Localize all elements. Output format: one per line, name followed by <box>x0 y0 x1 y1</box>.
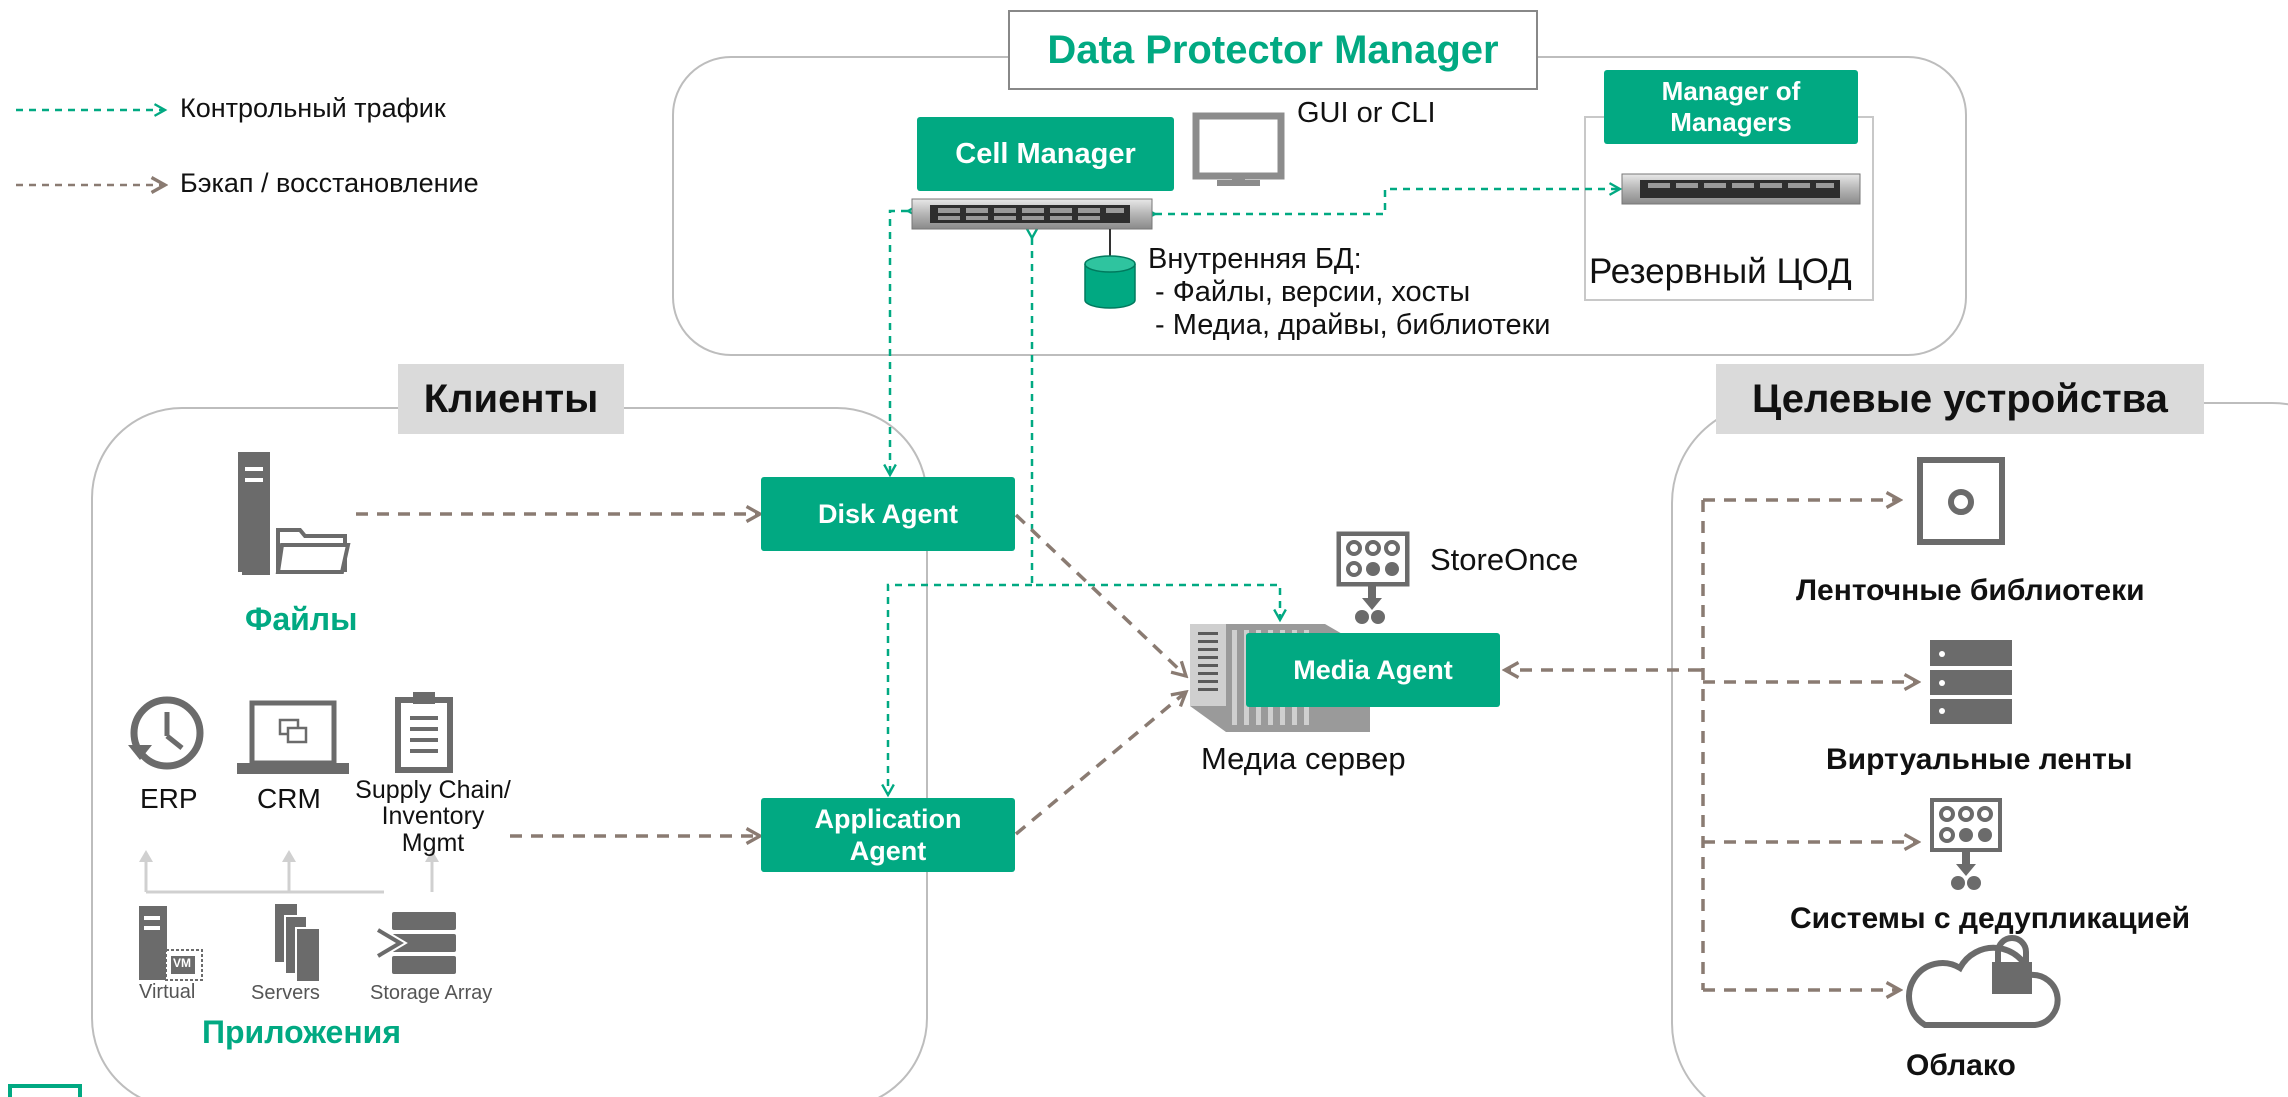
supply-chain-line1: Supply Chain/ <box>355 776 511 804</box>
clients-title: Клиенты <box>398 364 624 434</box>
files-label: Файлы <box>245 601 358 637</box>
servers-icon <box>275 904 321 983</box>
application-agent-line2: Agent <box>849 836 927 866</box>
cloud-lock-icon <box>1906 935 2061 1028</box>
virtual-label: Virtual <box>139 981 196 1003</box>
storage-array-label: Storage Array <box>370 982 493 1004</box>
control-cm-disk-agent <box>890 211 908 475</box>
supply-chain-label: Supply Chain/ Inventory Mgmt <box>344 777 522 856</box>
supply-chain-line3: Mgmt <box>401 828 465 857</box>
servers-label: Servers <box>251 982 320 1004</box>
storeonce-icon <box>1336 531 1410 624</box>
virtual-tape-icon <box>1930 640 2012 724</box>
mom-server-icon <box>1621 173 1861 205</box>
backup-app-agent-media <box>1014 692 1186 836</box>
applications-label: Приложения <box>202 1014 401 1050</box>
monitor-icon <box>1192 112 1285 186</box>
tape-libraries-label: Ленточные библиотеки <box>1796 574 2145 607</box>
cloud-label: Облако <box>1906 1049 2016 1082</box>
crm-laptop-icon <box>237 700 349 774</box>
control-cm-mom <box>1155 189 1620 214</box>
media-server-label: Медиа сервер <box>1201 741 1406 776</box>
dedup-label: Системы с дедупликацией <box>1790 902 2191 935</box>
erp-clock-icon <box>128 696 204 770</box>
tape-library-icon <box>1917 457 2005 545</box>
cell-manager-server-icon <box>911 198 1153 230</box>
virtual-tapes-label: Виртуальные ленты <box>1826 743 2133 776</box>
reserve-dc-label: Резервный ЦОД <box>1589 252 1852 291</box>
crm-label: CRM <box>257 783 321 814</box>
internal-db-line2: - Медиа, драйвы, библиотеки <box>1155 309 1551 341</box>
supply-chain-line2: Inventory <box>381 802 485 831</box>
internal-db-line1: - Файлы, версии, хосты <box>1155 276 1471 308</box>
storeonce-label: StoreOnce <box>1430 542 1579 577</box>
media-agent-box: Media Agent <box>1246 633 1500 707</box>
virtual-server-icon <box>139 906 203 981</box>
mom-line1: Manager of <box>1661 75 1801 106</box>
erp-label: ERP <box>140 783 198 814</box>
gui-cli-label: GUI or CLI <box>1297 97 1436 129</box>
control-cm-media-agent <box>1032 238 1280 620</box>
dedup-icon <box>1930 798 2002 890</box>
file-server-icon <box>238 452 351 575</box>
logo-fragment <box>8 1084 82 1097</box>
mom-label: Manager of Managers <box>1604 70 1858 144</box>
internal-db-title: Внутренняя БД: <box>1148 243 1362 275</box>
mom-line2: Managers <box>1670 107 1792 137</box>
clipboard-icon <box>395 692 453 773</box>
database-icon <box>1084 255 1136 309</box>
control-app-agent <box>888 583 1032 795</box>
storage-array-icon <box>375 912 456 974</box>
vm-badge: VM <box>173 956 191 970</box>
targets-title: Целевые устройства <box>1716 364 2204 434</box>
legend-control-label: Контрольный трафик <box>180 93 446 123</box>
backup-disk-agent-media <box>1014 513 1186 676</box>
application-agent-line1: Application <box>814 803 962 834</box>
application-agent-box: Application Agent <box>761 798 1015 872</box>
cell-manager-label: Cell Manager <box>917 117 1174 191</box>
disk-agent-box: Disk Agent <box>761 477 1015 551</box>
legend-backup-label: Бэкап / восстановление <box>180 168 479 198</box>
dpm-title: Data Protector Manager <box>1008 10 1538 90</box>
